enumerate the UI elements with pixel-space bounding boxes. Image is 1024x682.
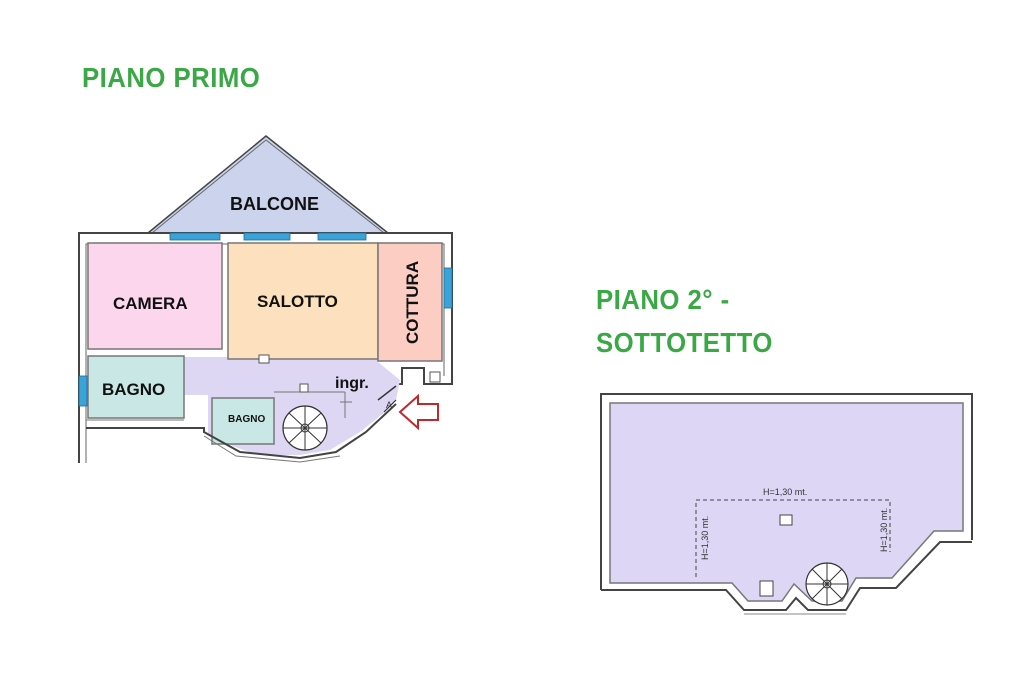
window xyxy=(78,375,88,407)
spiral-staircase-icon xyxy=(282,405,328,451)
window xyxy=(243,232,291,241)
height-label-left: H=1,30 mt. xyxy=(700,516,710,560)
height-label-top: H=1,30 mt. xyxy=(763,487,807,497)
window xyxy=(443,267,453,309)
floor1-plan: A BALCONE CAMERA SALOTTO COTTURA BAGNO B… xyxy=(78,135,453,463)
height-boundary xyxy=(695,499,891,577)
label-salotto: SALOTTO xyxy=(257,292,338,311)
window xyxy=(169,232,221,241)
attic-outer-wall xyxy=(600,393,973,590)
room-salotto xyxy=(227,242,379,360)
height-label-right: H=1,30 mt. xyxy=(879,508,889,552)
room-bagno-small xyxy=(211,397,275,445)
room-cottura xyxy=(377,242,443,362)
entry-arrow-icon xyxy=(398,393,439,431)
window xyxy=(317,232,367,241)
label-camera: CAMERA xyxy=(113,294,188,313)
label-balcone: BALCONE xyxy=(230,194,319,214)
room-bagno-large xyxy=(87,355,185,419)
room-balcone xyxy=(145,135,391,234)
room-sottotetto xyxy=(609,402,964,602)
floor2-title-line1: PIANO 2° - xyxy=(596,284,730,315)
label-cottura: COTTURA xyxy=(403,261,422,344)
spiral-staircase-icon xyxy=(805,562,849,606)
label-bagno-large: BAGNO xyxy=(102,380,165,399)
label-bagno-small: BAGNO xyxy=(228,414,265,425)
floor2-plan: H=1,30 mt. H=1,30 mt. H=1,30 mt. xyxy=(600,393,973,615)
door-mark: A xyxy=(386,400,392,410)
room-camera xyxy=(87,242,223,350)
floor2-title-line2: SOTTOTETTO xyxy=(596,327,773,358)
floor1-title: PIANO PRIMO xyxy=(82,62,261,93)
label-ingresso: ingr. xyxy=(335,375,369,392)
